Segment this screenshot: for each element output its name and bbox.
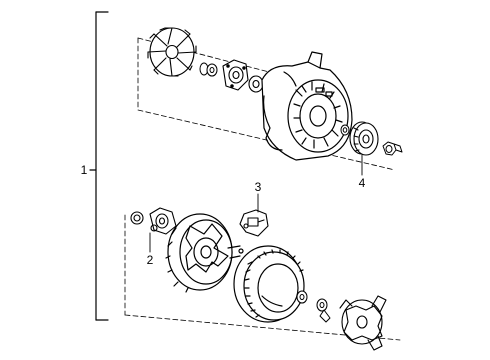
callout-2: 2 (147, 253, 154, 267)
regulator (239, 209, 269, 237)
rear-bearing (149, 207, 177, 235)
rotor-spacers (296, 290, 331, 323)
rear-housing (165, 213, 244, 293)
rotor-fan (339, 295, 387, 351)
pulley-nut (382, 141, 403, 156)
front-housing (261, 51, 353, 161)
rear-cap (130, 211, 144, 225)
pulley (349, 121, 379, 156)
callout-3: 3 (255, 180, 262, 194)
bearing-retainer-plate (222, 59, 249, 91)
front-bearing (248, 75, 264, 93)
callout-1: 1 (81, 163, 88, 177)
callout-4: 4 (359, 176, 366, 190)
pulley-spacer (340, 124, 350, 136)
assembly-bracket (89, 11, 109, 321)
cooling-fan-top (147, 27, 197, 77)
spacer-washer (199, 62, 218, 77)
stator (233, 245, 305, 323)
